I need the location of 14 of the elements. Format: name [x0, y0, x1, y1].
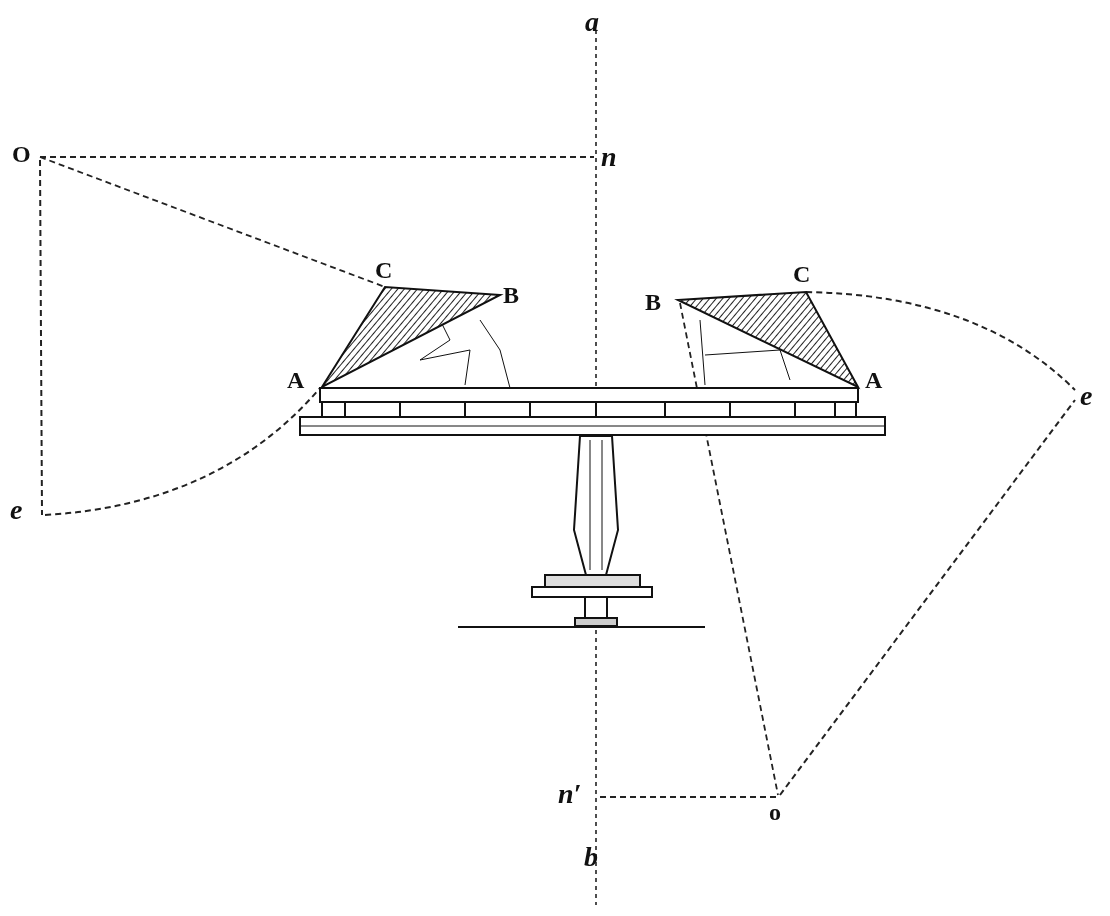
point-label: C [375, 258, 393, 282]
point-label: b [584, 843, 598, 871]
point-label: B [503, 283, 519, 307]
point-label: e [10, 496, 23, 524]
point-label: o [769, 800, 781, 824]
point-label: O [12, 142, 31, 166]
point-label: C [793, 262, 811, 286]
point-label: n [601, 143, 617, 171]
point-label: A [287, 368, 305, 392]
point-label: e [1080, 382, 1093, 410]
point-label: B [645, 290, 661, 314]
point-label: n′ [558, 780, 582, 808]
point-label: A [865, 368, 883, 392]
point-label: a [585, 8, 599, 36]
